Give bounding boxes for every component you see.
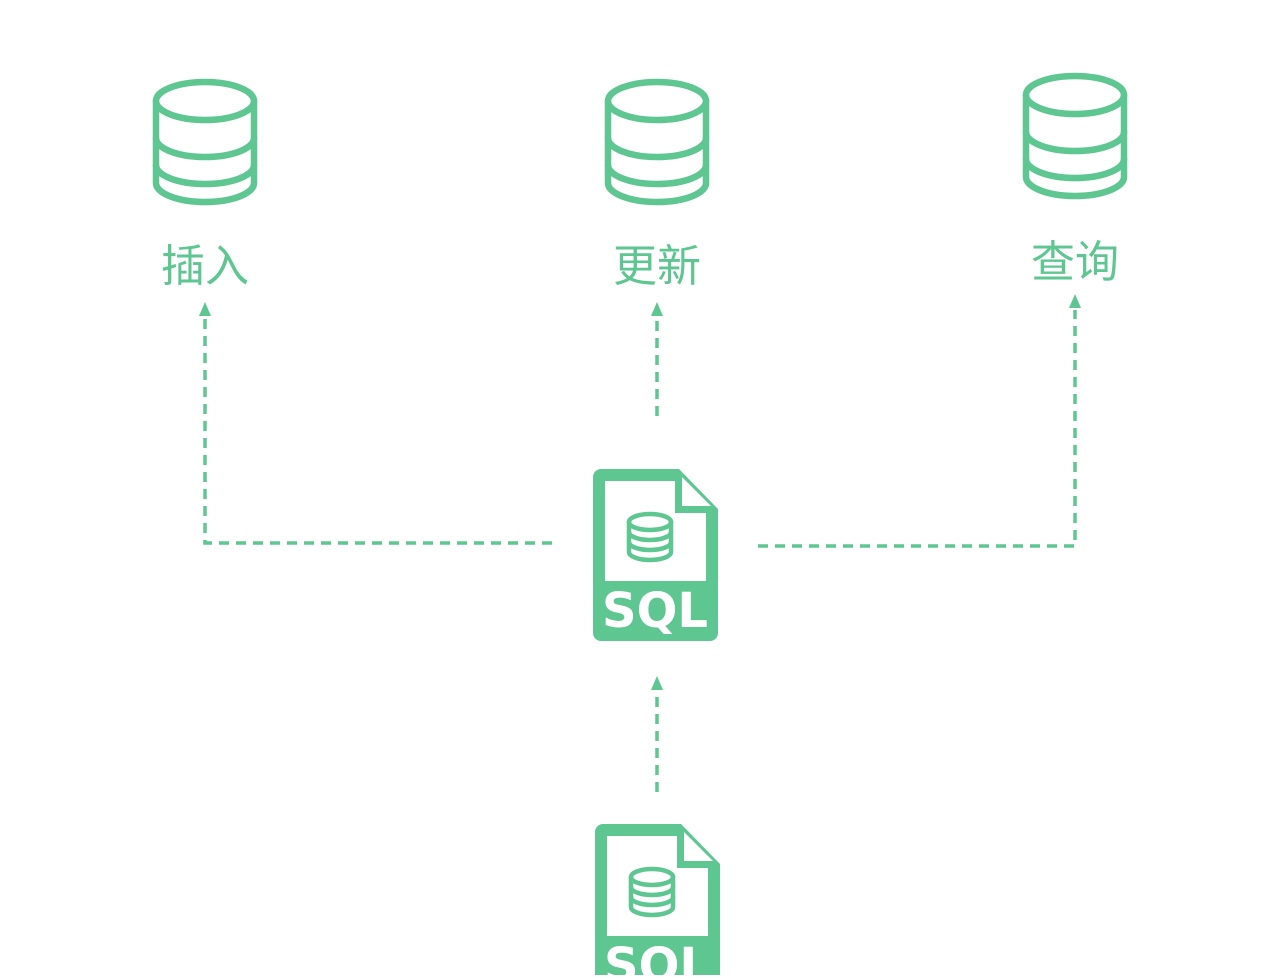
update-database-icon	[608, 82, 706, 202]
arrow-head-insert	[199, 302, 211, 316]
connector-to-insert	[203, 318, 552, 545]
insert-database-icon	[156, 82, 254, 202]
insert-label: 插入	[161, 241, 249, 292]
connector-to-query	[758, 310, 1077, 548]
arrow-head-query	[1069, 294, 1081, 308]
source-sql-file-label: SQL	[604, 938, 710, 975]
update-label: 更新	[613, 241, 701, 292]
arrow-head-main-sql	[651, 676, 663, 690]
query-database-icon	[1026, 76, 1124, 196]
query-label: 查询	[1031, 237, 1119, 288]
main-sql-file-label: SQL	[602, 583, 708, 639]
arrow-head-update	[651, 302, 663, 316]
